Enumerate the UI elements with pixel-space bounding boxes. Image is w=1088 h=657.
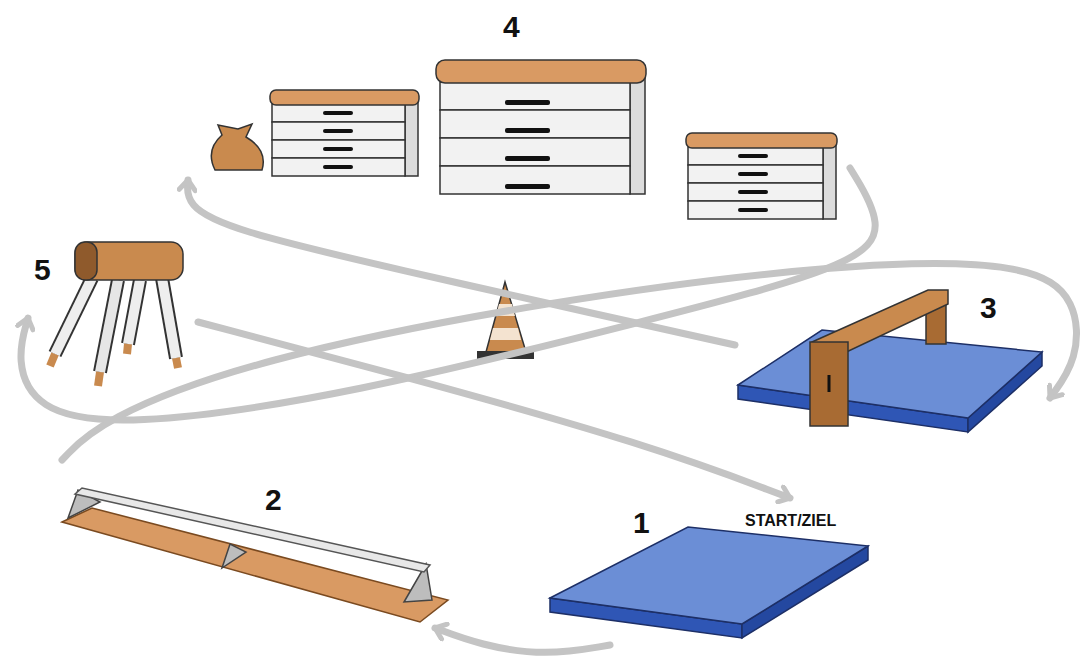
box-side — [823, 143, 836, 219]
box-handle — [738, 190, 768, 194]
horse-foot — [98, 372, 100, 386]
route-arrow — [198, 322, 790, 498]
horse-leg — [100, 280, 118, 372]
hurdle-post — [810, 342, 848, 426]
box-handle — [505, 100, 550, 105]
station-area: 1 START/ZIEL — [545, 498, 875, 645]
box-tier — [688, 147, 823, 165]
box-tier — [688, 165, 823, 183]
station-label: START/ZIEL — [745, 513, 836, 529]
box-tier — [272, 158, 405, 176]
vaulting-boxes — [211, 60, 837, 219]
horse-leg — [162, 278, 176, 358]
box-handle — [505, 128, 550, 133]
callout-number: 5 — [34, 255, 51, 285]
box-tier — [440, 166, 630, 194]
mat-top — [738, 330, 1042, 418]
horse-leg — [128, 280, 140, 344]
callout-number: 4 — [503, 12, 520, 42]
box-tier — [272, 104, 405, 122]
box-cushion — [686, 133, 837, 148]
box-side — [405, 100, 418, 176]
box-handle — [323, 129, 353, 133]
station-area: 3 — [735, 285, 1050, 435]
cone-stripe — [490, 328, 521, 340]
floor-mat — [550, 527, 868, 638]
hurdle-slot — [828, 375, 831, 392]
callout-number: 2 — [265, 485, 282, 515]
box-tier — [440, 110, 630, 138]
hurdle-mat — [738, 290, 1042, 432]
horse-body — [75, 242, 183, 280]
box-side — [630, 78, 645, 194]
beam-support — [222, 544, 246, 568]
box-handle — [323, 111, 353, 115]
station-area: 5 — [28, 235, 198, 395]
box-handle — [738, 208, 768, 212]
box-handle — [505, 156, 550, 161]
box-tier — [272, 122, 405, 140]
box-tier — [688, 183, 823, 201]
beam-rail — [75, 488, 430, 572]
box-handle — [323, 165, 353, 169]
box-handle — [505, 184, 550, 189]
balance-beam — [62, 488, 448, 622]
box-tier — [272, 140, 405, 158]
horse-end — [75, 242, 97, 280]
box-cushion — [270, 90, 419, 105]
route-arrow — [435, 628, 610, 652]
horse-leg — [55, 278, 92, 354]
horse-leg — [100, 280, 118, 372]
sand-sack — [211, 124, 263, 170]
box-tier — [688, 201, 823, 219]
horse-foot — [50, 354, 55, 366]
station-area: 2 — [55, 460, 435, 635]
horse-leg — [128, 280, 140, 344]
box-tier — [440, 82, 630, 110]
box-handle — [738, 154, 768, 158]
route-arrow — [62, 264, 1076, 460]
box-handle — [738, 172, 768, 176]
mat-top — [550, 527, 868, 624]
horse-leg — [162, 278, 176, 358]
horse-foot — [176, 358, 178, 368]
vaulting-horse — [50, 242, 183, 386]
callout-number: 1 — [633, 508, 650, 538]
station-area: 4 — [170, 10, 850, 180]
horse-leg — [55, 278, 92, 354]
route-arrow — [21, 168, 875, 420]
box-cushion — [436, 60, 646, 83]
box-handle — [323, 147, 353, 151]
callout-number: 3 — [980, 293, 997, 323]
horse-foot — [127, 344, 128, 354]
box-tier — [440, 138, 630, 166]
